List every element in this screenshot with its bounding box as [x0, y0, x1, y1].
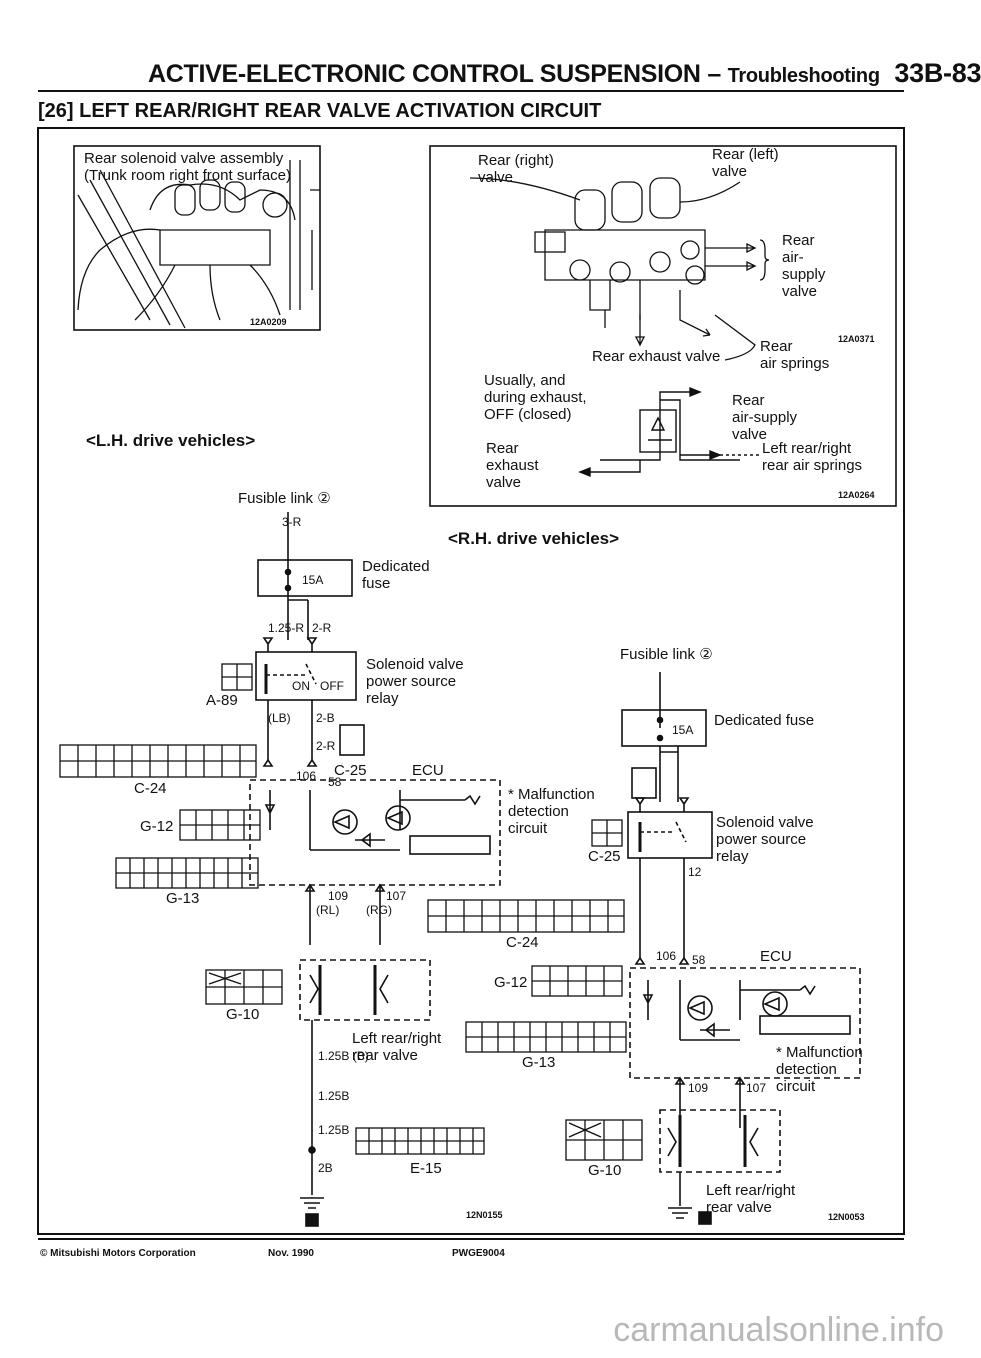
rh-malfunction: * Malfunction detection circuit — [776, 1044, 863, 1095]
lh-relay-box — [255, 651, 357, 701]
schematic-exhaust-label: Rear exhaust valve — [486, 440, 539, 491]
wire-2b: 2-B — [316, 711, 335, 725]
lh-heading: <L.H. drive vehicles> — [86, 431, 256, 450]
rh-fuse-rating: 15A — [672, 723, 694, 737]
footer-copyright: © Mitsubishi Motors Corporation — [40, 1248, 196, 1259]
lh-a89: A-89 — [206, 692, 238, 709]
schematic-code: 12A0264 — [838, 490, 875, 500]
lh-c24: C-24 — [134, 780, 167, 797]
rh-pin-12: 12 — [688, 865, 702, 879]
wiring-diagram — [37, 127, 905, 1235]
lh-circuit — [249, 512, 501, 1227]
rh-pin-106: 106 — [656, 949, 677, 963]
pin-109: 109 — [328, 889, 349, 903]
trunk-photo-sketch — [77, 160, 320, 329]
wire-2b-ground: 2B — [318, 1161, 333, 1175]
footer-doc: PWGE9004 — [452, 1248, 505, 1259]
wire-125r: 1.25-R — [268, 621, 305, 635]
lh-valve-box — [299, 959, 431, 1021]
rh-valve-box — [659, 1109, 781, 1173]
page-header: ACTIVE-ELECTRONIC CONTROL SUSPENSION – T… — [148, 58, 981, 89]
rh-g13: G-13 — [522, 1054, 556, 1071]
rh-dedicated-fuse: Dedicated fuse — [714, 712, 815, 729]
rh-relay-box — [627, 811, 713, 859]
valve-figure-code: 12A0371 — [838, 334, 875, 344]
photo-frame — [73, 145, 321, 331]
header-subtitle: Troubleshooting — [727, 65, 880, 87]
lh-fusible-link: Fusible link ② — [238, 490, 331, 507]
rear-left-valve-label: Rear (left) valve — [712, 146, 779, 180]
wire-2r: 2-R — [312, 621, 332, 635]
rh-code: 12N0053 — [828, 1212, 865, 1222]
photo-caption-2: (Trunk room right front surface) — [84, 167, 292, 184]
lh-fuse-box — [257, 559, 353, 597]
pin-58: 58 — [328, 775, 342, 789]
connector-grids — [59, 663, 643, 1161]
valve-assembly-sketch — [469, 177, 770, 361]
footer-date: Nov. 1990 — [268, 1248, 314, 1259]
lh-e15: E-15 — [410, 1160, 442, 1177]
rh-ecu: ECU — [760, 948, 792, 965]
wire-lb: (LB) — [268, 711, 291, 725]
rh-pin-109: 109 — [688, 1081, 709, 1095]
rh-fusible-link: Fusible link ② — [620, 646, 713, 663]
rh-g10: G-10 — [588, 1162, 622, 1179]
rear-exhaust-valve-label: Rear exhaust valve — [592, 348, 721, 365]
pin-on: ON — [292, 679, 310, 693]
rh-circuit — [621, 672, 861, 1225]
rh-pin-58: 58 — [692, 953, 706, 967]
header-title: ACTIVE-ELECTRONIC CONTROL SUSPENSION — [148, 60, 701, 88]
rear-right-valve-label: Rear (right) valve — [478, 152, 554, 186]
header-rule — [38, 90, 904, 92]
lh-malfunction: * Malfunction detection circuit — [508, 786, 595, 837]
lh-fuse-rating: 15A — [302, 573, 324, 587]
schematic-air-supply-label: Rear air-supply valve — [732, 392, 798, 443]
valve-figure-frame — [429, 145, 897, 507]
page-number: 33B-83 — [894, 58, 981, 88]
lh-valve-label: Left rear/right rear valve — [352, 1030, 442, 1064]
rh-relay-label: Solenoid valve power source relay — [716, 814, 814, 865]
watermark: carmanualsonline.info — [613, 1311, 944, 1349]
lh-c25: C-25 — [334, 762, 367, 779]
wire-rg: (RG) — [366, 903, 392, 917]
rh-valve-label: Left rear/right rear valve — [706, 1182, 796, 1216]
wire-125b-2: 1.25B — [318, 1123, 350, 1137]
lh-ecu-box — [249, 779, 501, 886]
wire-3r: 3-R — [282, 515, 302, 529]
rear-air-springs-label: Rear air springs — [760, 338, 830, 372]
pin-106: 106 — [296, 769, 317, 783]
pin-107: 107 — [386, 889, 407, 903]
wire-125b-1: 1.25B — [318, 1089, 350, 1103]
rh-heading: <R.H. drive vehicles> — [448, 529, 620, 548]
lh-g10: G-10 — [226, 1006, 260, 1023]
photo-code: 12A0209 — [250, 317, 287, 327]
lh-ecu: ECU — [412, 762, 444, 779]
photo-caption-1: Rear solenoid valve assembly — [84, 150, 284, 167]
diagram-frame — [37, 127, 905, 1235]
schematic-springs-label: Left rear/right rear air springs — [762, 440, 863, 474]
lh-dedicated-fuse: Dedicated fuse — [362, 558, 430, 592]
lh-g12: G-12 — [140, 818, 174, 835]
rh-c24: C-24 — [506, 934, 539, 951]
footer-rule — [38, 1238, 904, 1240]
wire-125b-b: 1.25B (B) — [318, 1049, 369, 1063]
rh-fuse-box — [621, 709, 707, 747]
section-title: [26] LEFT REAR/RIGHT REAR VALVE ACTIVATI… — [38, 100, 602, 122]
wire-rl: (RL) — [316, 903, 340, 917]
rear-air-supply-valve-label: Rear air- supply valve — [782, 232, 826, 300]
header-dash: – — [707, 60, 721, 88]
lh-c25-mini — [339, 724, 365, 756]
rh-g12: G-12 — [494, 974, 528, 991]
rh-pin-107: 107 — [746, 1081, 767, 1095]
lh-g13: G-13 — [166, 890, 200, 907]
pin-off: OFF — [320, 679, 344, 693]
rh-c25: C-25 — [588, 848, 621, 865]
lh-relay-label: Solenoid valve power source relay — [366, 656, 464, 707]
rh-ecu-box — [629, 967, 861, 1079]
valve-schematic — [578, 386, 760, 478]
usually-off-label: Usually, and during exhaust, OFF (closed… — [484, 372, 587, 423]
lh-code: 12N0155 — [466, 1210, 503, 1220]
wire-2r-b: 2-R — [316, 739, 336, 753]
